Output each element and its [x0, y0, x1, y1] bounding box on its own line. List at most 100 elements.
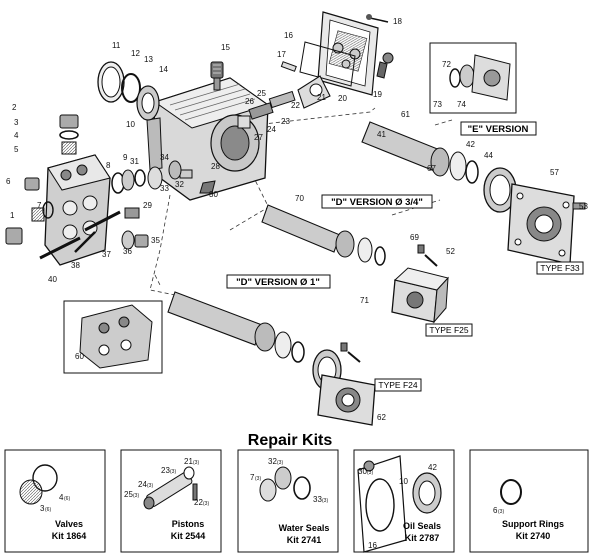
kit-pistons-qty-25: (3) [133, 493, 139, 499]
flange-f33 [507, 183, 586, 265]
manifold-cover-group [299, 11, 394, 96]
kit-pistons-qty-24: (3) [147, 483, 153, 489]
d34-version-box [321, 194, 433, 209]
kit-oil-seals-part-10: 10 [399, 477, 408, 486]
e-version-shaft [361, 121, 517, 213]
callout-6: 6 [6, 177, 11, 186]
callout-10: 10 [126, 120, 135, 129]
head-bolts [39, 210, 121, 260]
kit-pistons-qty-23: (3) [170, 469, 176, 475]
kit-support-rings-part-6: 6 [493, 506, 498, 515]
kit-oil-seals-name: Oil Seals [403, 521, 441, 531]
callout-18: 18 [393, 17, 402, 26]
callout-38: 38 [71, 261, 80, 270]
callout-3: 3 [14, 118, 19, 127]
kit-pistons-part-24: 24 [138, 480, 147, 489]
callout-30: 30 [209, 190, 218, 199]
kit-pistons-number: Kit 2544 [171, 531, 206, 541]
callout-15: 15 [221, 43, 230, 52]
kit-oil-seals-part-30: 30 [358, 467, 367, 476]
connecting-rod-parts [237, 75, 331, 129]
callout-73: 73 [433, 100, 442, 109]
type-f33-box [536, 261, 584, 275]
callout-16: 16 [284, 31, 293, 40]
kit-pistons-part-21: 21 [184, 457, 193, 466]
callout-8: 8 [106, 161, 111, 170]
callout-1: 1 [10, 211, 15, 220]
callout-22: 22 [291, 101, 300, 110]
kit-support-rings[interactable]: 6 (3) Support Rings Kit 2740 [469, 449, 589, 553]
assembly-guide-lines [149, 107, 453, 296]
flange-f24 [317, 342, 376, 426]
type-f24-box [374, 378, 422, 392]
d1-version-shaft [167, 291, 342, 391]
kit-valves-number: Kit 1864 [52, 531, 87, 541]
callout-20: 20 [338, 94, 347, 103]
manifold-head [44, 154, 111, 266]
kit-valves-part-4: 4 [59, 493, 64, 502]
kit-water-seals-name: Water Seals [279, 523, 330, 533]
callout-61: 61 [401, 110, 410, 119]
callout-31: 31 [130, 157, 139, 166]
kit-water-seals-part-7: 7 [250, 473, 255, 482]
kit-pistons-part-25: 25 [124, 490, 133, 499]
kit-pistons[interactable]: 21 (3) 23 (3) 24 (3) 25 (3) 22 (3) Pisto… [120, 449, 222, 553]
callout-72: 72 [442, 60, 451, 69]
d34-version-label: "D" VERSION Ø 3/4" [331, 197, 423, 208]
callout-37: 37 [102, 250, 111, 259]
kit-water-seals-number: Kit 2741 [287, 535, 322, 545]
kit-oil-seals-part-16: 16 [368, 541, 377, 550]
kit-water-seals-qty-32: (3) [277, 460, 283, 466]
kit-water-seals[interactable]: 7 (3) 32 (3) 33 (3) Water Seals Kit 2741 [237, 449, 339, 553]
kit-support-rings-qty-6: (3) [498, 509, 504, 515]
callout-32: 32 [175, 180, 184, 189]
callout-42: 42 [466, 140, 475, 149]
callout-5: 5 [14, 145, 19, 154]
callout-40: 40 [48, 275, 57, 284]
kit-valves-qty-4: (6) [64, 496, 70, 502]
callout-27: 27 [254, 133, 263, 142]
callout-26: 26 [245, 97, 254, 106]
crank-cover-parts [97, 61, 160, 121]
kit-valves-name: Valves [55, 519, 83, 529]
kit-pistons-qty-21: (3) [193, 460, 199, 466]
callout-24: 24 [267, 125, 276, 134]
kit-support-rings-number: Kit 2740 [516, 531, 551, 541]
repair-kits: 4 (6) 3 (6) Valves Kit 1864 21 (3) 23 (3… [4, 449, 589, 553]
repair-kits-title: Repair Kits [248, 432, 333, 449]
callout-57: 57 [550, 168, 559, 177]
type-f24-label: TYPE F24 [378, 380, 417, 390]
callout-53: 53 [579, 202, 588, 211]
callout-69: 69 [410, 233, 419, 242]
callout-71: 71 [360, 296, 369, 305]
callout-2: 2 [12, 103, 17, 112]
kit-valves[interactable]: 4 (6) 3 (6) Valves Kit 1864 [4, 449, 106, 553]
callout-34: 34 [160, 153, 169, 162]
flange-f25 [391, 244, 449, 324]
oil-dipstick-14 [210, 61, 224, 91]
kit-support-rings-name: Support Rings [502, 519, 564, 529]
kit-oil-seals[interactable]: 30 (3) 42 10 16 Oil Seals Kit 2787 [353, 449, 455, 553]
kit-oil-seals-qty-30: (3) [367, 470, 373, 476]
kit-water-seals-part-32: 32 [268, 457, 277, 466]
callout-33: 33 [160, 184, 169, 193]
kit-water-seals-qty-33: (3) [322, 498, 328, 504]
callout-70: 70 [295, 194, 304, 203]
callout-14: 14 [159, 65, 168, 74]
callout-11: 11 [112, 41, 121, 50]
callout-7: 7 [37, 201, 42, 210]
type-f25-label: TYPE F25 [429, 325, 468, 335]
kit-oil-seals-part-42: 42 [428, 463, 437, 472]
callout-36: 36 [123, 247, 132, 256]
kit-pistons-part-22: 22 [194, 498, 203, 507]
d34-version-shaft [261, 204, 386, 266]
callout-17: 17 [277, 50, 286, 59]
callout-52: 52 [446, 247, 455, 256]
type-f25-box [425, 323, 473, 337]
callout-62: 62 [377, 413, 386, 422]
callout-13: 13 [144, 55, 153, 64]
kit-pistons-part-23: 23 [161, 466, 170, 475]
callout-4: 4 [14, 131, 19, 140]
kit-pistons-name: Pistons [172, 519, 205, 529]
pin-15 [280, 61, 297, 72]
